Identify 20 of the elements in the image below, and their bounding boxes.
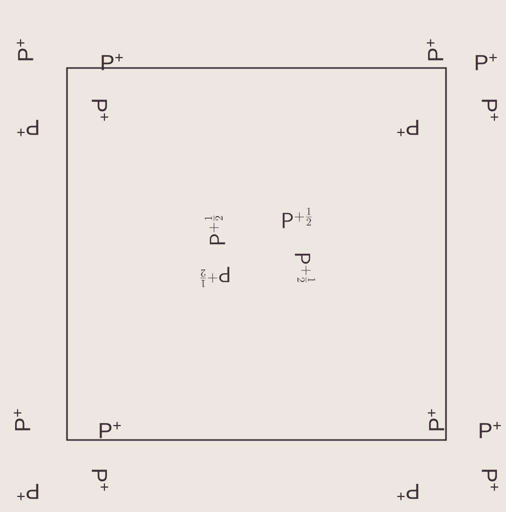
rotated-letter: $\mathsf{P}^{+\frac{1}{2}}$ — [294, 254, 316, 282]
rotated-letter: P$^{+}$ — [16, 39, 34, 60]
rotated-letter: P$^{+}$ — [397, 120, 418, 136]
rotated-letter: $\mathsf{P}^{+\frac{1}{2}}$ — [204, 215, 226, 244]
rotated-letter: P$^{+}$ — [92, 100, 108, 121]
rotated-letter: $\mathsf{P}^{+\frac{1}{2}}$ — [282, 208, 312, 228]
rotated-letter: P$^{+}$ — [428, 409, 444, 430]
rotated-letter: P$^{+}$ — [17, 120, 38, 136]
rotated-letter: P$^{+}$ — [100, 422, 121, 438]
rotated-letter: $\mathsf{P}^{+\frac{1}{2}}$ — [200, 266, 230, 288]
rotated-letter: P$^{+}$ — [482, 100, 498, 121]
rotated-letter: P$^{+}$ — [102, 54, 123, 70]
rotated-letter: P$^{+}$ — [426, 39, 444, 60]
rotated-letter: P$^{+}$ — [397, 484, 418, 500]
rotated-letter: P$^{+}$ — [92, 470, 108, 491]
rotated-letter: P$^{+}$ — [476, 54, 497, 70]
rotated-letter: P$^{+}$ — [480, 422, 501, 438]
rotated-letter: P$^{+}$ — [17, 484, 38, 500]
rotated-letter: P$^{+}$ — [14, 409, 30, 430]
rotated-letter: P$^{+}$ — [482, 470, 498, 491]
